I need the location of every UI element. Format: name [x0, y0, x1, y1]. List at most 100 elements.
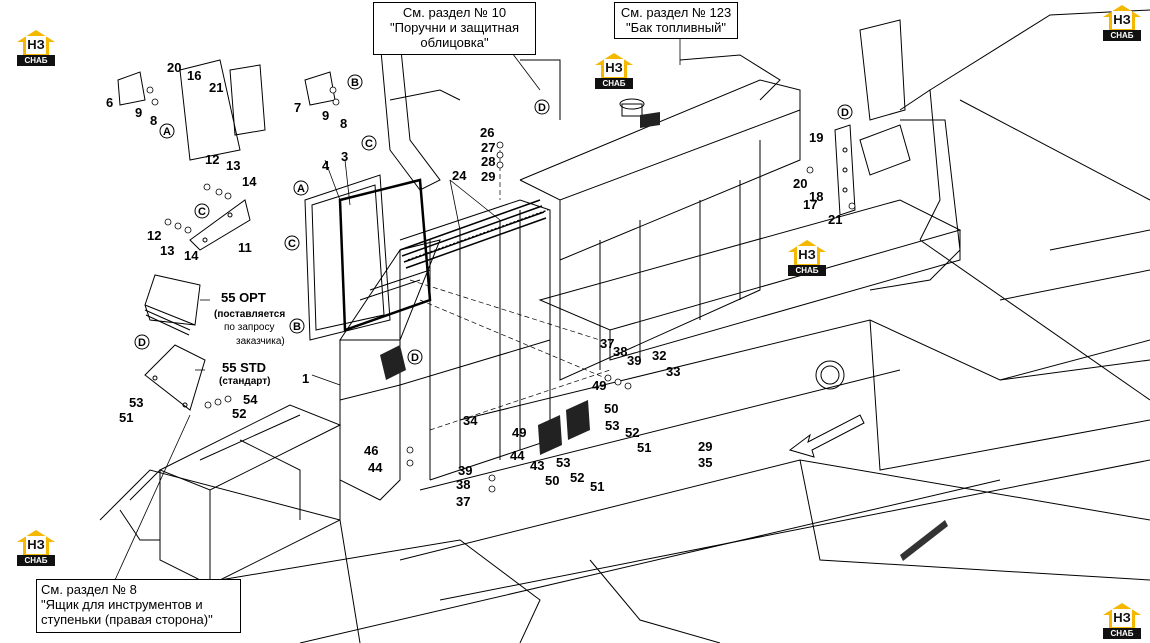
- part-number-label: 38: [613, 344, 627, 359]
- part-number-label: 52: [625, 425, 639, 440]
- part-number-label: 51: [637, 440, 651, 455]
- filled-elements: [380, 112, 948, 561]
- part-number-label: 53: [605, 418, 619, 433]
- view-marker-b: B: [347, 74, 363, 90]
- fuel-tank: [519, 54, 801, 381]
- part-number-label: 11: [238, 240, 252, 255]
- fasteners: [146, 86, 856, 493]
- part-number-label: 51: [590, 479, 604, 494]
- part-number-label: 50: [545, 473, 559, 488]
- part-number-label: 37: [456, 494, 470, 509]
- part-number-label: 49: [592, 378, 606, 393]
- part-number-label: 17: [803, 197, 817, 212]
- part-number-label: 35: [698, 455, 712, 470]
- part-number-label: 52: [570, 470, 584, 485]
- radiator-cowl: [339, 199, 551, 501]
- part-number-label: 33: [666, 364, 680, 379]
- part-number-label: 29: [698, 439, 712, 454]
- part-number-label: 24: [452, 168, 467, 183]
- view-marker-a: A: [159, 123, 175, 139]
- callout-section-8-line1: См. раздел № 8: [41, 582, 137, 597]
- part-number-label: 29: [481, 169, 495, 184]
- part-number-label: 39: [458, 463, 472, 478]
- part-number-label: 9: [135, 105, 142, 120]
- callout-section-123-line2: "Бак топливный": [626, 20, 726, 35]
- callout-section-10-line1: См. раздел № 10: [402, 5, 507, 20]
- part-number-label: 4: [322, 158, 330, 173]
- part-number-label: 26: [480, 125, 494, 140]
- view-marker-d: D: [407, 349, 423, 365]
- logo-sub: СНАБ: [17, 555, 55, 566]
- part-number-label: 18: [809, 189, 823, 204]
- callout-section-8: См. раздел № 8 "Ящик для инструментов и …: [36, 579, 241, 633]
- handrail-outline: [379, 39, 561, 191]
- part-number-label: 49: [512, 425, 526, 440]
- part-number-label: 12: [205, 152, 219, 167]
- part-number-label: 8: [340, 116, 347, 131]
- part-number-label: 7: [294, 100, 301, 115]
- svg-text:D: D: [841, 107, 849, 119]
- part-55-note: 55 STD: [222, 360, 266, 375]
- frame-structure: [99, 9, 1150, 643]
- part-number-label: 39: [627, 353, 641, 368]
- svg-text:A: A: [297, 183, 305, 195]
- view-marker-c: C: [194, 203, 210, 219]
- logo-sub: СНАБ: [1103, 30, 1141, 41]
- part-number-label: 53: [129, 395, 143, 410]
- view-marker-c: C: [284, 235, 300, 251]
- logo-mark: НЗ: [1112, 11, 1132, 29]
- part-55-note: по запросу: [224, 322, 274, 333]
- part-number-label: 13: [160, 243, 174, 258]
- part-number-label: 43: [530, 458, 544, 473]
- brand-logo-top-right: НЗ СНАБ: [1103, 5, 1141, 41]
- part-number-label: 12: [147, 228, 161, 243]
- part-number-label: 8: [150, 113, 157, 128]
- part-number-label: 3: [341, 149, 348, 164]
- part-number-label: 19: [809, 130, 823, 145]
- part-number-label: 51: [119, 410, 133, 425]
- part-number-label: 21: [209, 80, 223, 95]
- svg-text:C: C: [198, 206, 206, 218]
- logo-mark: НЗ: [26, 536, 46, 554]
- direction-arrow: [788, 414, 865, 458]
- part-number-label: 53: [556, 455, 570, 470]
- view-marker-d: D: [534, 99, 550, 115]
- part-number-label: 46: [364, 443, 378, 458]
- brand-logo-top-center: НЗ СНАБ: [595, 53, 633, 89]
- brand-logo-middle-right: НЗ СНАБ: [788, 240, 826, 276]
- grille-panel: [304, 174, 432, 341]
- svg-text:C: C: [365, 138, 373, 150]
- brand-logo-top-left: НЗ СНАБ: [17, 30, 55, 66]
- part-number-label: 44: [368, 460, 383, 475]
- callout-section-10-line3: облицовка": [420, 35, 489, 50]
- svg-text:D: D: [411, 352, 419, 364]
- hood-opt: [144, 274, 201, 336]
- part-55-note: 55 OPT: [221, 290, 266, 305]
- logo-sub: СНАБ: [595, 78, 633, 89]
- logo-mark: НЗ: [604, 59, 624, 77]
- part-55-note: заказчика): [236, 336, 285, 347]
- part-number-label: 9: [322, 108, 329, 123]
- view-marker-a: A: [293, 180, 309, 196]
- callout-section-10: См. раздел № 10 "Поручни и защитная обли…: [373, 2, 536, 55]
- part-number-label: 14: [242, 174, 257, 189]
- view-marker-d: D: [837, 104, 853, 120]
- part-number-label: 52: [232, 406, 246, 421]
- part-number-label: 38: [456, 477, 470, 492]
- part-number-label: 54: [243, 392, 258, 407]
- callout-section-123: См. раздел № 123 "Бак топливный": [614, 2, 738, 39]
- svg-text:D: D: [538, 102, 546, 114]
- callout-section-8-line3: ступеньки (правая сторона)": [41, 612, 213, 627]
- part-number-label: 20: [793, 176, 807, 191]
- callout-section-10-line2: "Поручни и защитная: [389, 20, 520, 35]
- part-number-label: 1: [302, 371, 309, 386]
- part-55-note: (поставляется: [214, 309, 285, 320]
- brand-logo-bottom-right: НЗ СНАБ: [1103, 603, 1141, 639]
- logo-mark: НЗ: [1112, 609, 1132, 627]
- logo-mark: НЗ: [26, 36, 46, 54]
- part-number-label: 27: [481, 140, 495, 155]
- logo-mark: НЗ: [797, 246, 817, 264]
